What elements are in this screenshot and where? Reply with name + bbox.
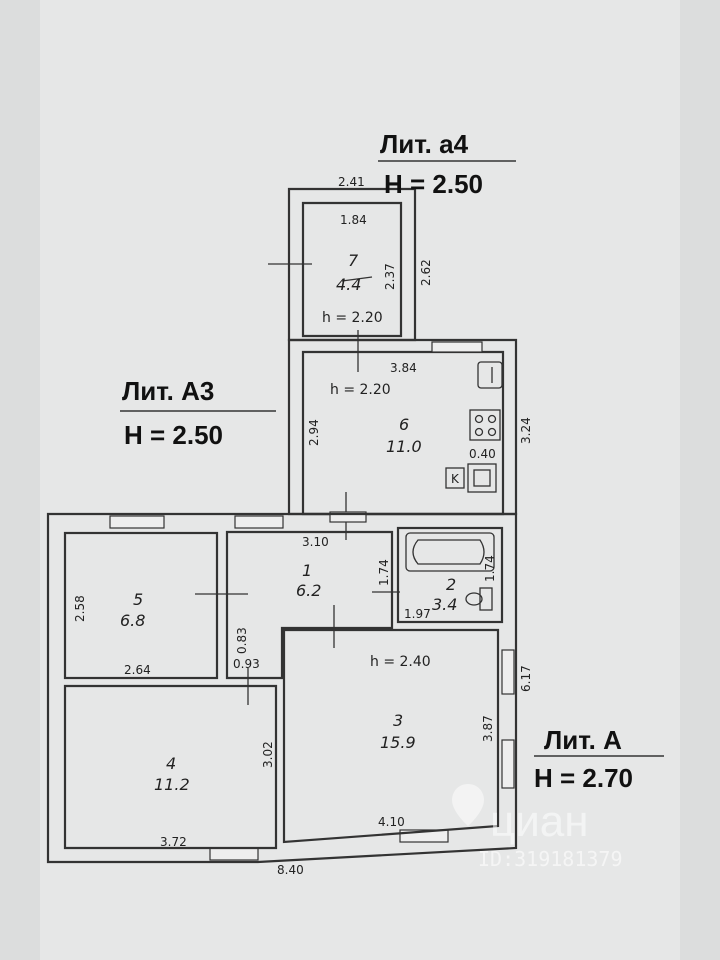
room-6-height: h = 2.20 <box>330 382 391 398</box>
svg-text:3.02: 3.02 <box>261 741 275 768</box>
svg-text:1.97: 1.97 <box>404 607 431 621</box>
svg-text:3: 3 <box>393 711 403 730</box>
svg-text:5: 5 <box>133 590 143 609</box>
svg-text:1.74: 1.74 <box>377 559 391 586</box>
room-3-label: 3 15.9 <box>380 711 416 752</box>
svg-text:11.0: 11.0 <box>386 437 422 456</box>
svg-text:2.37: 2.37 <box>383 263 397 290</box>
svg-text:2.41: 2.41 <box>338 175 365 189</box>
svg-text:3.10: 3.10 <box>302 535 329 549</box>
svg-text:2: 2 <box>446 575 456 594</box>
svg-text:3.72: 3.72 <box>160 835 187 849</box>
svg-text:3.87: 3.87 <box>481 715 495 742</box>
svg-text:15.9: 15.9 <box>380 733 416 752</box>
lit-a4-label: Лит. а4 H = 2.50 <box>378 129 516 199</box>
svg-text:0.83: 0.83 <box>235 627 249 654</box>
svg-text:6.2: 6.2 <box>296 581 321 600</box>
location-pin-icon <box>452 784 484 826</box>
room-5-label: 5 6.8 <box>120 590 145 630</box>
room-6-label: 6 11.0 <box>386 415 422 456</box>
svg-text:Лит. А3: Лит. А3 <box>122 376 214 406</box>
svg-text:3.84: 3.84 <box>390 361 417 375</box>
svg-text:6.8: 6.8 <box>120 611 145 630</box>
svg-text:H = 2.50: H = 2.50 <box>384 169 483 199</box>
svg-text:2.62: 2.62 <box>419 259 433 286</box>
svg-text:H = 2.70: H = 2.70 <box>534 763 633 793</box>
svg-text:циан: циан <box>490 797 589 846</box>
room-7-label: 7 4.4 <box>336 251 361 294</box>
room-2-label: 2 3.4 <box>432 575 457 614</box>
svg-text:2.94: 2.94 <box>307 419 321 446</box>
svg-text:0.93: 0.93 <box>233 657 260 671</box>
svg-text:0.40: 0.40 <box>469 447 496 461</box>
svg-text:7: 7 <box>348 251 359 270</box>
lit-a-label: Лит. А H = 2.70 <box>534 725 664 793</box>
svg-text:6: 6 <box>399 415 409 434</box>
svg-text:8.40: 8.40 <box>277 863 304 877</box>
dimension-labels: 2.41 1.84 2.37 2.62 3.84 2.94 3.24 0.40 … <box>73 175 533 877</box>
room-3-height: h = 2.40 <box>370 654 431 670</box>
lit-a3-label: Лит. А3 H = 2.50 <box>120 376 276 450</box>
svg-text:H = 2.50: H = 2.50 <box>124 420 223 450</box>
boiler-label: K <box>451 472 460 486</box>
svg-text:ID:319181379: ID:319181379 <box>478 847 623 871</box>
svg-text:2.58: 2.58 <box>73 595 87 622</box>
room-1-label: 1 6.2 <box>296 561 321 600</box>
svg-text:4: 4 <box>166 754 176 773</box>
room-4-label: 4 11.2 <box>154 754 190 794</box>
svg-text:2.64: 2.64 <box>124 663 151 677</box>
svg-text:Лит. а4: Лит. а4 <box>380 129 469 159</box>
svg-text:3.4: 3.4 <box>432 595 457 614</box>
room-7-height: h = 2.20 <box>322 310 383 326</box>
svg-text:6.17: 6.17 <box>519 665 533 692</box>
svg-text:1: 1 <box>302 561 312 580</box>
svg-text:4.10: 4.10 <box>378 815 405 829</box>
watermark: циан ID:319181379 <box>452 784 623 871</box>
svg-text:1.74: 1.74 <box>483 555 497 582</box>
svg-text:1.84: 1.84 <box>340 213 367 227</box>
svg-text:11.2: 11.2 <box>154 775 190 794</box>
svg-text:4.4: 4.4 <box>336 275 361 294</box>
svg-text:3.24: 3.24 <box>519 417 533 444</box>
svg-text:Лит. А: Лит. А <box>544 725 622 755</box>
main-house <box>46 512 518 864</box>
